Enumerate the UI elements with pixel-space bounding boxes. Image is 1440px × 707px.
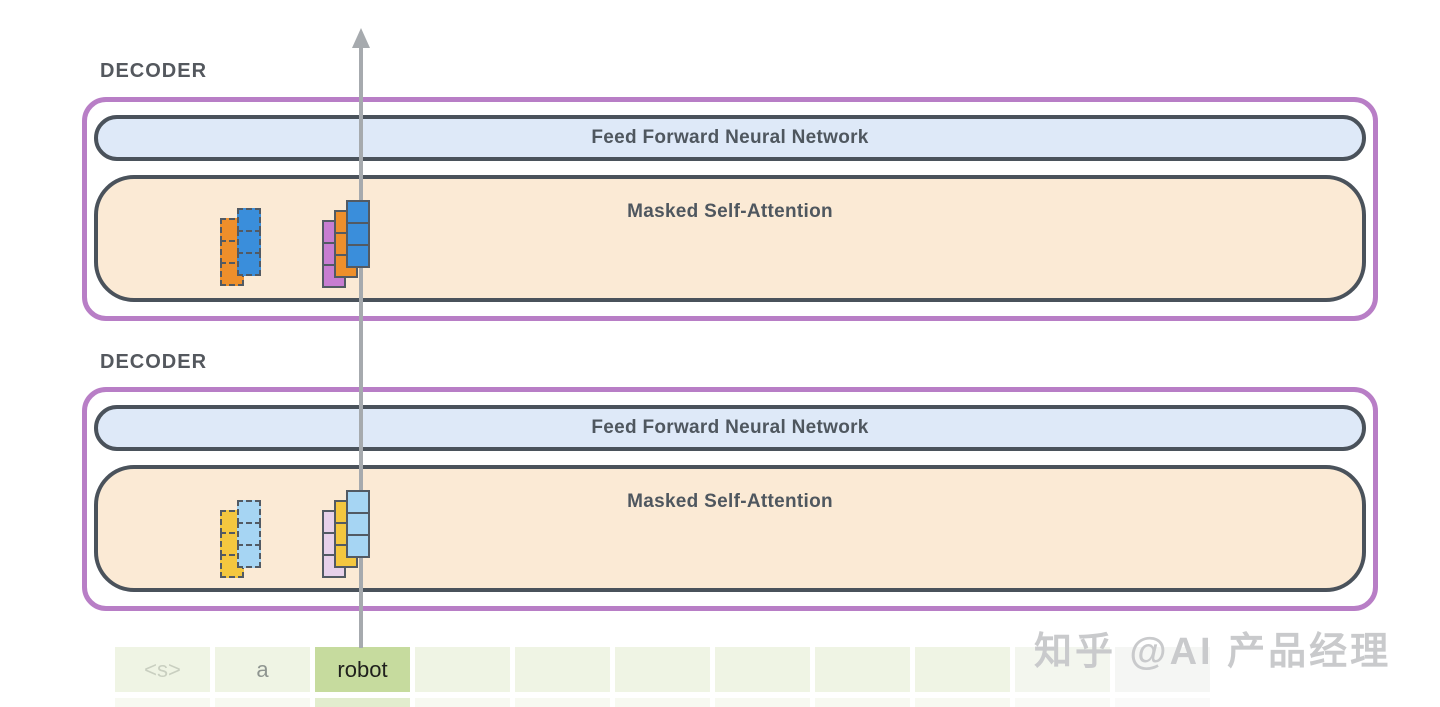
second-row-sliver [615, 698, 710, 707]
token-cell-empty [1015, 647, 1110, 692]
token-cell-empty [815, 647, 910, 692]
second-row-sliver [815, 698, 910, 707]
token-cell-empty [515, 647, 610, 692]
token-cell-empty [915, 647, 1010, 692]
token-cell-empty [715, 647, 810, 692]
feed-forward-box-top: Feed Forward Neural Network [94, 115, 1366, 161]
masked-self-attention-box-bottom: Masked Self-Attention [94, 465, 1366, 592]
vector-cell [237, 230, 261, 254]
vector-cell [237, 544, 261, 568]
vector-cell [346, 490, 370, 514]
token-cell-empty [1115, 647, 1210, 692]
token-cell-sss: <s> [115, 647, 210, 692]
output-arrow-head-icon [352, 28, 370, 48]
vector-cell [346, 222, 370, 246]
vector-column-top-decoder-context [237, 208, 261, 276]
vector-cell [237, 208, 261, 232]
vector-cell [237, 522, 261, 546]
second-row-sliver [215, 698, 310, 707]
second-row-sliver [915, 698, 1010, 707]
vector-cell [237, 252, 261, 276]
masked-self-attention-label-top: Masked Self-Attention [627, 201, 833, 222]
output-arrow-line [359, 46, 363, 648]
second-row-sliver [115, 698, 210, 707]
masked-self-attention-box-top: Masked Self-Attention [94, 175, 1366, 302]
vector-column-top-decoder-current [346, 200, 370, 268]
token-cell-robot: robot [315, 647, 410, 692]
second-row-sliver [1015, 698, 1110, 707]
token-cell-empty [615, 647, 710, 692]
vector-cell [346, 534, 370, 558]
second-row-sliver [515, 698, 610, 707]
vector-column-bottom-decoder-context [237, 500, 261, 568]
token-cell-a: a [215, 647, 310, 692]
vector-cell [237, 500, 261, 524]
decoder-label-bottom: DECODER [100, 351, 208, 373]
decoder-block-bottom: Feed Forward Neural Network Masked Self-… [82, 387, 1378, 611]
token-cell-empty [415, 647, 510, 692]
second-row-sliver [415, 698, 510, 707]
vector-cell [346, 200, 370, 224]
vector-cell [346, 244, 370, 268]
decoder-block-top: Feed Forward Neural Network Masked Self-… [82, 97, 1378, 321]
watermark-text: 知乎 @AI 产品经理 [1034, 631, 1392, 673]
second-row-sliver [715, 698, 810, 707]
vector-cell [346, 512, 370, 536]
feed-forward-label-top: Feed Forward Neural Network [591, 127, 869, 148]
second-row-sliver [315, 698, 410, 707]
second-row-sliver [1115, 698, 1210, 707]
decoder-label-top: DECODER [100, 60, 208, 82]
feed-forward-label-bottom: Feed Forward Neural Network [591, 417, 869, 438]
vector-column-bottom-decoder-current [346, 490, 370, 558]
masked-self-attention-label-bottom: Masked Self-Attention [627, 491, 833, 512]
feed-forward-box-bottom: Feed Forward Neural Network [94, 405, 1366, 451]
